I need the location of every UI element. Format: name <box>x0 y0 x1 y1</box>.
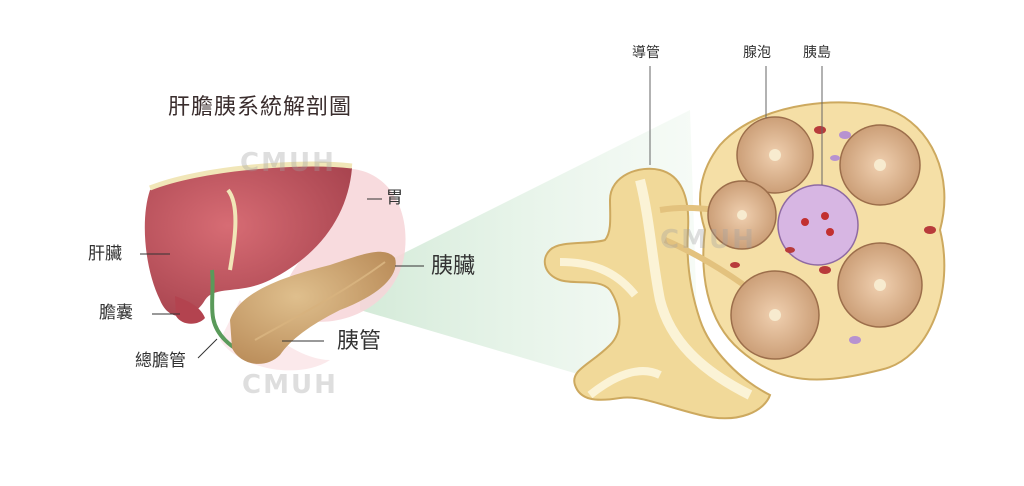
label-pancreatic-duct: 胰管 <box>337 331 381 353</box>
watermark: CMUH <box>660 225 756 255</box>
label-duct: 導管 <box>632 46 660 60</box>
diagram-title: 肝膽胰系統解剖圖 <box>168 97 352 119</box>
label-gallbladder: 膽囊 <box>99 305 133 322</box>
label-pancreas: 胰臟 <box>431 256 475 278</box>
label-acinus: 腺泡 <box>743 46 771 60</box>
watermark: CMUH <box>242 370 338 400</box>
label-common-bile-duct: 總膽管 <box>135 353 186 370</box>
watermark: CMUH <box>240 148 336 178</box>
label-stomach: 胃 <box>386 190 403 207</box>
label-islet: 胰島 <box>803 46 831 60</box>
leader-common-bile-duct <box>198 339 217 358</box>
label-liver: 肝臟 <box>88 246 122 263</box>
